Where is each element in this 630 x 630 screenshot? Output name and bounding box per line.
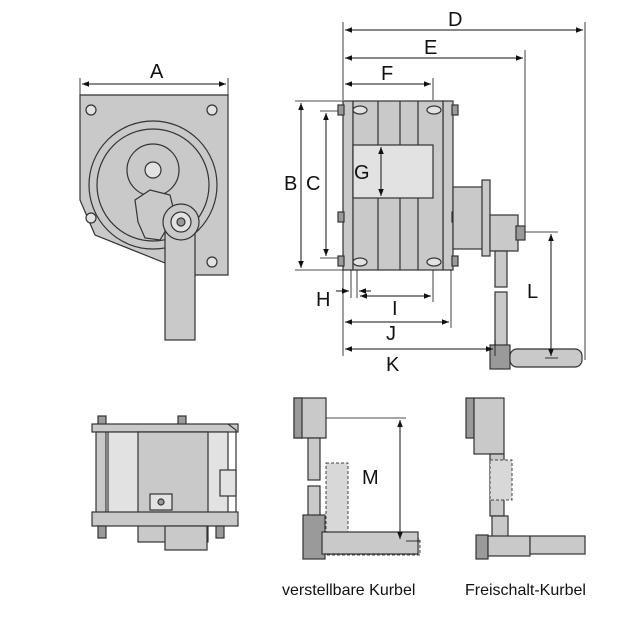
crank-arm-alt-position (325, 462, 349, 540)
crank-nut (515, 225, 526, 241)
crank-handle (164, 227, 196, 341)
drum-outer-ring (88, 120, 218, 250)
bolt-head (337, 211, 345, 223)
hub-block (473, 397, 505, 455)
crank-bolt (176, 217, 186, 227)
caption-adjustable-crank: verstellbare Kurbel (282, 582, 415, 599)
bottom-plate (91, 511, 239, 527)
dim-label-m: M (362, 467, 379, 489)
screw (206, 104, 218, 116)
mount-slot (352, 257, 368, 267)
screw (85, 104, 97, 116)
dim-label-l: L (527, 281, 538, 303)
bolt-head (215, 525, 225, 539)
adjustable-crank-view: M verstellbare Kurbel (282, 397, 421, 599)
crank-handle (529, 535, 586, 555)
drum-ring (96, 128, 210, 242)
crank-hub (489, 214, 519, 252)
screw (85, 212, 97, 224)
bolt-head (451, 104, 459, 116)
dim-label-e: E (424, 37, 437, 59)
dim-label-i: I (392, 298, 398, 320)
shaft-window (352, 144, 434, 199)
screw (206, 256, 218, 268)
freewheel-crank-view: Freischalt-Kurbel (465, 397, 586, 599)
mount-slot (352, 105, 368, 115)
bolt-head (337, 255, 345, 267)
crank-arm-alt-position (489, 459, 513, 501)
side-bracket (219, 469, 237, 497)
front-view: A (79, 61, 229, 341)
mount-slot (426, 105, 442, 115)
frame-plate-left (342, 100, 354, 271)
dim-label-f: F (381, 63, 393, 85)
dim-label-a: A (150, 61, 164, 83)
bolt-head (337, 104, 345, 116)
caption-freewheel-crank: Freischalt-Kurbel (465, 582, 586, 599)
top-view (91, 415, 239, 551)
frame-plate-right (442, 100, 454, 271)
dim-label-k: K (386, 354, 400, 376)
dim-label-d: D (448, 9, 462, 31)
top-plate (91, 423, 239, 433)
dim-label-j: J (386, 323, 396, 345)
crank-arm-upper (494, 250, 508, 288)
shaft-stub (164, 525, 208, 551)
hub-flange (293, 397, 303, 439)
dim-label-c: C (306, 173, 320, 195)
side-view: D E F B C G (284, 9, 586, 376)
mount-slot (426, 257, 442, 267)
crank-collar (487, 535, 531, 557)
crank-knob-base (475, 534, 489, 560)
bolt-head (451, 255, 459, 267)
crank-arm-lower (307, 485, 321, 517)
gear-plate (481, 179, 491, 257)
crank-arm-upper (307, 437, 321, 481)
dim-label-g: G (354, 162, 370, 184)
crank-handle (321, 531, 419, 555)
bolt-head (97, 525, 107, 539)
side-plate (95, 431, 107, 519)
dim-label-b: B (284, 173, 297, 195)
dim-label-h: H (316, 289, 330, 311)
clip-screw (157, 498, 165, 506)
drum-axle (144, 161, 162, 179)
hub-flange (465, 397, 475, 439)
crank-arm-lower (494, 291, 508, 351)
